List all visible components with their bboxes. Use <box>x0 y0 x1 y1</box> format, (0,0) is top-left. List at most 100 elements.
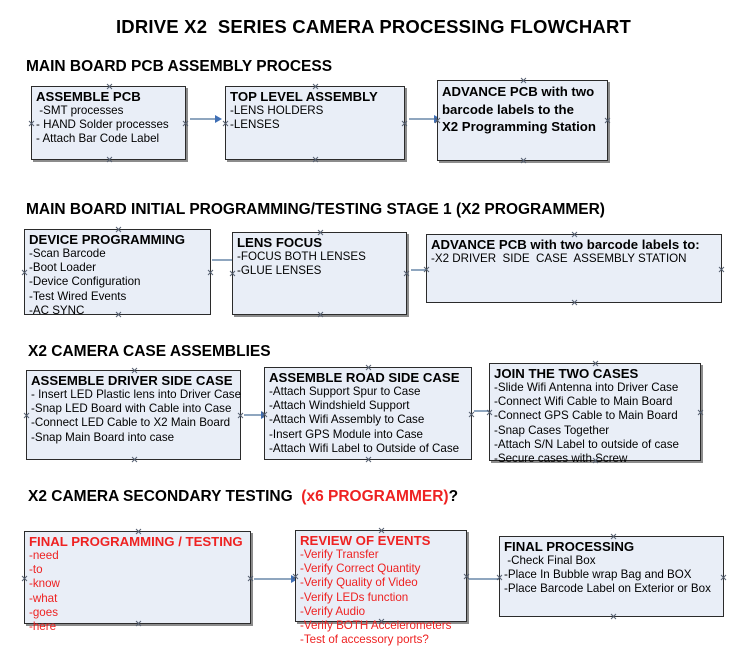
connection-handle-right[interactable] <box>207 269 214 276</box>
box-line: -FOCUS BOTH LENSES <box>237 250 366 263</box>
box-title: LENS FOCUS <box>237 235 322 250</box>
box-line: -Test of accessory ports? <box>300 633 429 647</box>
box-advance-pcb-programming-station[interactable]: ADVANCE PCB with two barcode labels to t… <box>437 80 608 161</box>
section-heading-x2-camera-secondary-testing: X2 CAMERA SECONDARY TESTING (x6 PROGRAMM… <box>28 488 458 506</box>
box-line: -what <box>29 591 58 605</box>
connection-handle-right[interactable] <box>697 409 704 416</box>
section-heading-text: X2 CAMERA SECONDARY TESTING <box>28 488 302 505</box>
connection-handle-left[interactable] <box>229 270 236 277</box>
connection-handle-bottom[interactable] <box>317 311 324 318</box>
box-lens-focus[interactable]: LENS FOCUS -FOCUS BOTH LENSES -GLUE LENS… <box>232 232 407 315</box>
box-line: -goes <box>29 605 59 619</box>
box-line: -Scan Barcode <box>29 247 106 260</box>
section-heading-suffix: ? <box>448 488 459 505</box>
box-line: - Attach Bar Code Label <box>36 132 160 146</box>
box-title: JOIN THE TWO CASES <box>494 366 639 381</box>
box-title: ASSEMBLE DRIVER SIDE CASE <box>31 373 233 388</box>
connection-handle-left[interactable] <box>21 269 28 276</box>
box-title: ADVANCE PCB with two barcode labels to: <box>431 237 700 252</box>
connection-handle-left[interactable] <box>292 573 299 580</box>
connection-handle-left[interactable] <box>23 412 30 419</box>
connection-handle-right[interactable] <box>401 120 408 127</box>
box-line: -GLUE LENSES <box>237 264 322 278</box>
box-line: -AC SYNC <box>29 303 85 317</box>
page-title: IDRIVE X2 SERIES CAMERA PROCESSING FLOWC… <box>115 16 632 37</box>
box-title: TOP LEVEL ASSEMBLY <box>230 89 378 104</box>
box-title: DEVICE PROGRAMMING <box>29 232 186 247</box>
connection-handle-bottom[interactable] <box>131 456 138 463</box>
box-line: -Snap Cases Together <box>494 423 610 437</box>
box-line: -Verify Quality of Video <box>300 576 418 590</box>
box-title: REVIEW OF EVENTS <box>300 533 431 548</box>
connection-handle-bottom[interactable] <box>365 456 372 463</box>
box-title: FINAL PROGRAMMING / TESTING <box>29 534 243 549</box>
connection-handle-right[interactable] <box>604 117 611 124</box>
connection-handle-left[interactable] <box>261 411 268 418</box>
section-heading-main-board-initial-programming: MAIN BOARD INITIAL PROGRAMMING/TESTING S… <box>26 201 605 218</box>
box-line: -know <box>29 577 60 591</box>
box-final-processing[interactable]: FINAL PROCESSING -Check Final Box -Place… <box>499 536 724 617</box>
box-line: -Boot Loader <box>29 261 97 275</box>
box-advance-pcb-driver-side[interactable]: ADVANCE PCB with two barcode labels to: … <box>426 234 722 303</box>
box-join-the-two-cases[interactable]: JOIN THE TWO CASES -Slide Wifi Antenna i… <box>486 363 704 465</box>
box-device-programming[interactable]: DEVICE PROGRAMMING -Scan Barcode -Boot L… <box>21 229 214 317</box>
connection-handle-left[interactable] <box>486 409 493 416</box>
connection-handle-right[interactable] <box>468 411 475 418</box>
connection-handle-left[interactable] <box>423 266 430 273</box>
box-line: -Attach Wifi Label to Outside of Case <box>269 441 460 455</box>
box-assemble-road-side-case[interactable]: ASSEMBLE ROAD SIDE CASE -Attach Support … <box>264 367 472 460</box>
box-line: -Check Final Box <box>504 554 596 567</box>
box-line: -here <box>29 620 57 634</box>
connection-handle-left[interactable] <box>434 117 441 124</box>
box-line: -LENS HOLDERS <box>230 104 324 117</box>
box-line: -Connect LED Cable to X2 Main Board <box>31 416 231 430</box>
connection-handle-bottom[interactable] <box>571 299 578 306</box>
box-line: -Place In Bubble wrap Bag and BOX <box>504 568 692 582</box>
box-line: - HAND Solder processes <box>36 118 169 132</box>
arrow-final-programming-to-review-of-events <box>254 574 298 584</box>
box-line: -Test Wired Events <box>29 289 127 303</box>
connection-handle-right[interactable] <box>182 120 189 127</box>
arrow-assemble-pcb-to-top-level <box>190 114 222 124</box>
box-line: -need <box>29 549 59 562</box>
connection-handle-right[interactable] <box>720 574 727 581</box>
box-line: -Slide Wifi Antenna into Driver Case <box>494 381 679 394</box>
box-title: FINAL PROCESSING <box>504 539 635 554</box>
box-line: -LENSES <box>230 118 280 132</box>
box-line: - Insert LED Plastic lens into Driver Ca… <box>31 388 242 401</box>
connection-handle-left[interactable] <box>222 120 229 127</box>
connection-handle-bottom[interactable] <box>106 156 113 163</box>
connection-handle-left[interactable] <box>28 120 35 127</box>
box-assemble-pcb[interactable]: ASSEMBLE PCB -SMT processes - HAND Solde… <box>31 86 186 160</box>
box-line: -Place Barcode Label on Exterior or Box <box>504 582 711 596</box>
box-title: ASSEMBLE ROAD SIDE CASE <box>269 370 460 385</box>
connection-handle-left[interactable] <box>21 575 28 582</box>
connection-handle-left[interactable] <box>496 574 503 581</box>
box-line: -Verify Correct Quantity <box>300 562 421 576</box>
box-line: -X2 DRIVER SIDE CASE ASSEMBLY STATION <box>431 252 687 265</box>
box-line: -Verify BOTH Accelerometers <box>300 619 452 633</box>
section-heading-x2-camera-case-assemblies: X2 CAMERA CASE ASSEMBLIES <box>28 343 271 360</box>
box-line: -Attach Support Spur to Case <box>269 385 421 398</box>
connection-handle-right[interactable] <box>237 412 244 419</box>
box-line: -to <box>29 563 43 577</box>
box-title: ADVANCE PCB with two barcode labels to t… <box>442 84 596 134</box>
box-line: -Verify Audio <box>300 604 366 618</box>
section-heading-accent: (x6 PROGRAMMER) <box>301 488 449 505</box>
connection-handle-right[interactable] <box>403 270 410 277</box>
box-line: -Connect GPS Cable to Main Board <box>494 409 678 423</box>
connection-handle-bottom[interactable] <box>520 157 527 164</box>
connection-handle-bottom[interactable] <box>312 156 319 163</box>
box-line: -Attach Wifi Assembly to Case <box>269 413 425 427</box>
box-assemble-driver-side-case[interactable]: ASSEMBLE DRIVER SIDE CASE - Insert LED P… <box>26 370 241 460</box>
box-final-programming-testing[interactable]: FINAL PROGRAMMING / TESTING -need -to -k… <box>21 531 254 633</box>
box-title: ASSEMBLE PCB <box>36 89 141 104</box>
connection-handle-right[interactable] <box>718 266 725 273</box>
connection-handle-bottom[interactable] <box>610 613 617 620</box>
connection-handle-right[interactable] <box>247 575 254 582</box>
box-line: -Verify LEDs function <box>300 590 409 604</box>
box-line: -Snap Main Board into case <box>31 430 175 444</box>
box-review-of-events[interactable]: REVIEW OF EVENTS -Verify Transfer -Verif… <box>292 530 470 646</box>
box-top-level-assembly[interactable]: TOP LEVEL ASSEMBLY -LENS HOLDERS -LENSES <box>225 86 405 160</box>
connection-handle-right[interactable] <box>463 573 470 580</box>
